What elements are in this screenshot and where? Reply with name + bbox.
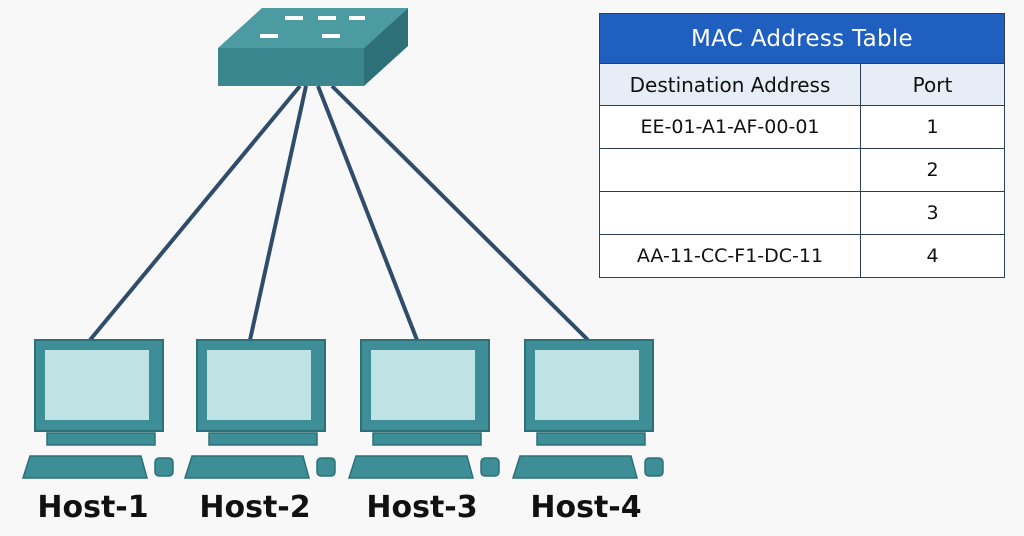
switch-port-light [322,34,340,38]
cell-address [599,148,861,192]
cables [88,84,590,342]
hosts [21,339,664,479]
keyboard [21,455,148,479]
mac-address-table: MAC Address Table Destination Address Po… [599,13,1005,278]
desktop-computer-icon [21,339,174,479]
cable [248,85,308,341]
table-row: 2 [599,148,1005,192]
switch-port-light [285,16,303,20]
mouse [644,457,664,477]
host-label-3: Host-3 [366,490,478,525]
monitor-screen [207,350,311,420]
host-label-1: Host-1 [37,490,149,525]
cell-address [599,191,861,235]
monitor-screen [45,350,149,420]
mouse [480,457,500,477]
cell-address: EE-01-A1-AF-00-01 [599,105,861,149]
cable [88,84,302,342]
mouse [316,457,336,477]
desktop-computer-icon [347,339,500,479]
host-label-2: Host-2 [199,490,311,525]
monitor-screen [535,350,639,420]
cell-port: 2 [860,148,1005,192]
table-row: EE-01-A1-AF-00-01 1 [599,105,1005,149]
switch-port-light [260,34,278,38]
table-title: MAC Address Table [599,13,1005,64]
cable [330,84,590,342]
keyboard [183,455,310,479]
table-row: AA-11-CC-F1-DC-11 4 [599,234,1005,278]
cell-port: 4 [860,234,1005,278]
host-label-4: Host-4 [530,490,642,525]
network-switch-icon [218,8,408,86]
keyboard [347,455,474,479]
desktop-computer-icon [183,339,336,479]
keyboard [511,455,638,479]
table-row: 3 [599,191,1005,235]
switch-port-light [349,16,365,20]
column-header-address: Destination Address [599,63,861,106]
desktop-computer-icon [511,339,664,479]
cell-port: 3 [860,191,1005,235]
cable [316,85,419,341]
mouse [154,457,174,477]
cell-port: 1 [860,105,1005,149]
cell-address: AA-11-CC-F1-DC-11 [599,234,861,278]
monitor-screen [371,350,475,420]
switch-port-light [318,16,336,20]
column-header-port: Port [860,63,1005,106]
